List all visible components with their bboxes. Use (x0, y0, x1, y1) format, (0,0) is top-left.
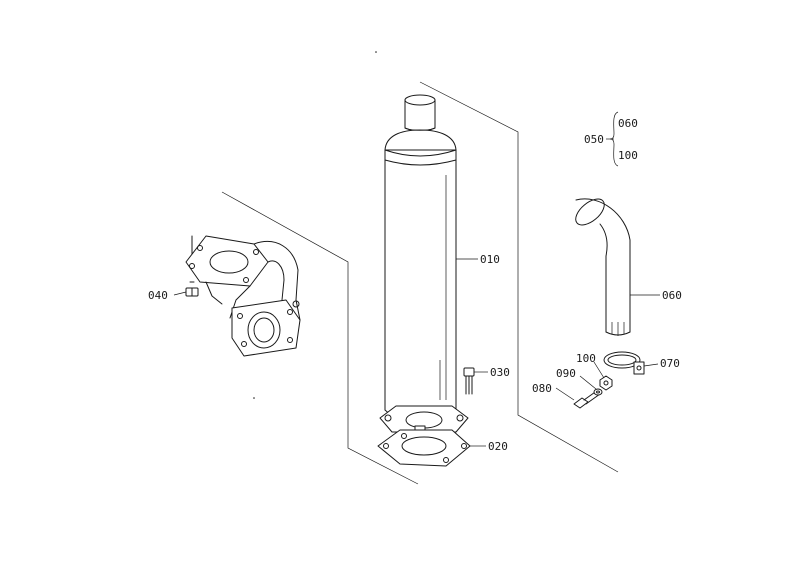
tail-pipe (575, 198, 631, 336)
brace-icon (609, 111, 619, 167)
leader-040 (173, 291, 187, 296)
label-100: 100 (576, 352, 596, 365)
assembly-guide-lines (221, 81, 619, 485)
label-020: 020 (488, 440, 508, 453)
label-060: 060 (662, 289, 682, 302)
label-010: 010 (480, 253, 500, 266)
label-070: 070 (660, 357, 680, 370)
bolt-030-icon (463, 367, 475, 395)
scan-speck (253, 397, 255, 399)
scan-speck (375, 51, 377, 53)
washer-090-icon (593, 388, 603, 396)
label-050-item-100: 100 (618, 149, 638, 162)
clamp-070 (603, 351, 645, 375)
gasket-020 (377, 429, 471, 467)
label-090: 090 (556, 367, 576, 380)
muffler (384, 94, 457, 417)
leader-100 (593, 361, 605, 379)
bolt-040-icon (185, 281, 199, 297)
leader-070 (643, 363, 659, 367)
label-050: 050 (584, 133, 604, 146)
nut-100-icon (599, 375, 613, 391)
label-030: 030 (490, 366, 510, 379)
label-040: 040 (148, 289, 168, 302)
leader-090 (579, 375, 597, 390)
assembly-group-050: 050 060 100 (584, 111, 638, 167)
exhaust-manifold (185, 235, 301, 357)
leader-080 (555, 387, 575, 401)
label-080: 080 (532, 382, 552, 395)
label-050-item-060: 060 (618, 117, 638, 130)
